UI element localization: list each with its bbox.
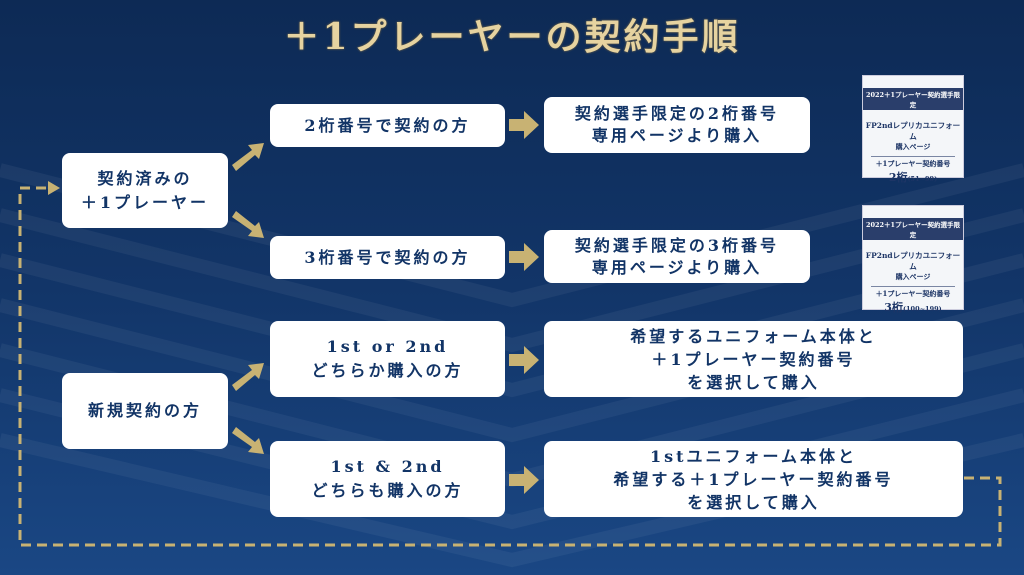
arrow-icon <box>509 466 539 494</box>
arrow-icon <box>509 346 539 374</box>
box-text: 1stユニフォーム本体と <box>649 446 858 466</box>
arrow-head-icon <box>48 181 60 195</box>
thumb-page: 購入ページ <box>895 142 931 151</box>
box-text: を選択して購入 <box>687 492 820 512</box>
thumb-range: (51~99) <box>907 175 938 183</box>
result-1st-and-2nd-box: 1stユニフォーム本体と希望する＋1プレーヤー契約番号を選択して購入 <box>544 441 963 517</box>
box-text: 1st & 2nd <box>330 457 445 476</box>
arrow-icon <box>232 363 264 391</box>
thumb-number: 2桁(51~99) <box>863 169 963 185</box>
thumb-number: 3桁(100~199) <box>863 299 963 315</box>
box-text: どちらも購入の方 <box>311 481 464 500</box>
thumb-product: FP2ndレプリカユニフォーム <box>865 121 961 141</box>
option-1st-or-2nd-box: 1st or 2nd どちらか購入の方 <box>270 321 505 397</box>
arrow-icon <box>232 143 264 171</box>
thumb-page: 購入ページ <box>895 272 931 281</box>
box-text: 希望するユニフォーム本体と <box>630 326 877 346</box>
new-contract-box: 新規契約の方 <box>62 373 228 449</box>
thumb-digits: 3桁 <box>884 301 903 314</box>
thumb-sub: ＋1プレーヤー契約番号 <box>875 159 951 168</box>
box-text: どちらか購入の方 <box>311 361 464 380</box>
arrow-icon <box>232 211 264 238</box>
box-text: ＋1プレーヤー <box>80 192 210 212</box>
result-1st-or-2nd-box: 希望するユニフォーム本体と ＋1プレーヤー契約番号を選択して購入 <box>544 321 963 397</box>
option-1st-and-2nd-box: 1st & 2nd どちらも購入の方 <box>270 441 505 517</box>
option-3digit-box: 3桁番号で契約の方 <box>270 236 505 279</box>
thumb-sub: ＋1プレーヤー契約番号 <box>875 289 951 298</box>
page-title: ＋1プレーヤーの契約手順 <box>283 16 741 58</box>
purchase-page-thumbnail-3digit[interactable]: 2022＋1プレーヤー契約選手限定 FP2ndレプリカユニフォーム 購入ページ … <box>862 205 964 314</box>
divider <box>871 286 955 287</box>
arrow-icon <box>509 111 539 139</box>
box-text: 契約済みの <box>97 168 193 188</box>
thumb-product: FP2ndレプリカユニフォーム <box>865 251 961 271</box>
thumb-header: 2022＋1プレーヤー契約選手限定 <box>863 218 963 240</box>
arrow-icon <box>232 427 264 454</box>
box-text: 希望する＋1プレーヤー契約番号 <box>613 469 894 489</box>
result-3digit-box: 契約選手限定の3桁番号専用ページより購入 <box>544 230 810 283</box>
box-text: 3桁番号で契約の方 <box>304 247 471 267</box>
box-text: 1st or 2nd <box>326 337 449 356</box>
box-text: 専用ページより購入 <box>591 257 763 277</box>
box-text: 新規契約の方 <box>87 401 202 420</box>
box-text: ＋1プレーヤー契約番号 <box>651 349 856 369</box>
divider <box>871 156 955 157</box>
box-text: 2桁番号で契約の方 <box>304 115 471 135</box>
box-text: 契約選手限定の2桁番号 <box>574 104 780 123</box>
box-text: 契約選手限定の3桁番号 <box>574 235 780 255</box>
result-2digit-box: 契約選手限定の2桁番号専用ページより購入 <box>544 97 810 153</box>
box-text: 専用ページより購入 <box>591 126 763 145</box>
existing-player-box: 契約済みの ＋1プレーヤー <box>62 153 228 228</box>
arrow-icon <box>509 243 539 271</box>
thumb-digits: 2桁 <box>888 171 908 184</box>
box-text: を選択して購入 <box>687 372 820 392</box>
loop-back-dashed-line <box>18 186 1002 547</box>
purchase-page-thumbnail-2digit[interactable]: 2022＋1プレーヤー契約選手限定 FP2ndレプリカユニフォーム 購入ページ … <box>862 75 964 184</box>
thumb-header: 2022＋1プレーヤー契約選手限定 <box>863 88 963 110</box>
thumb-range: (100~199) <box>902 305 942 313</box>
option-2digit-box: 2桁番号で契約の方 <box>270 104 505 147</box>
